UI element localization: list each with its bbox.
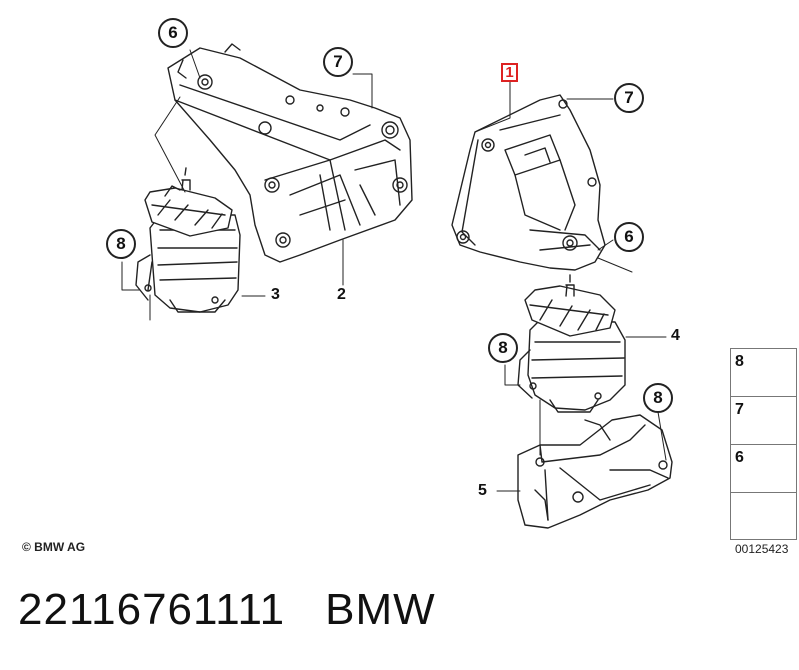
copyright-notice: © BMW AG [22,540,86,554]
legend-row-bolt[interactable]: 8 [731,349,796,397]
label-5[interactable]: 5 [478,482,487,499]
leader-lines [121,49,667,492]
legend-number: 8 [735,353,744,370]
callout-8-left[interactable]: 8 [106,229,136,259]
right-engine-bracket [451,94,606,271]
legend-row-hex-nut[interactable]: 6 [731,445,796,493]
part-box-1[interactable]: 1 [501,63,518,82]
diagram-id: 00125423 [735,542,789,556]
callout-7-top[interactable]: 7 [323,47,353,77]
lower-mount-bracket [517,414,673,529]
left-engine-mount [135,167,241,313]
callout-8-center[interactable]: 8 [488,333,518,363]
part-number-caption: 22116761111 BMW [18,585,476,635]
label-2[interactable]: 2 [337,286,346,303]
callout-8-lower[interactable]: 8 [643,383,673,413]
part-number: 22116761111 [18,585,286,634]
legend-row-flange-bolt[interactable]: 7 [731,397,796,445]
legend-number: 7 [735,401,744,418]
callout-6-right[interactable]: 6 [614,222,644,252]
brand-name: BMW [325,585,436,634]
callout-6-top[interactable]: 6 [158,18,188,48]
legend-number: 6 [735,449,744,466]
label-4[interactable]: 4 [671,327,680,344]
callout-7-right[interactable]: 7 [614,83,644,113]
right-engine-mount [517,274,626,413]
legend-row-direction [731,493,796,540]
hardware-legend: 8 7 6 [730,348,797,540]
label-3[interactable]: 3 [271,286,280,303]
left-engine-bracket [167,43,413,263]
